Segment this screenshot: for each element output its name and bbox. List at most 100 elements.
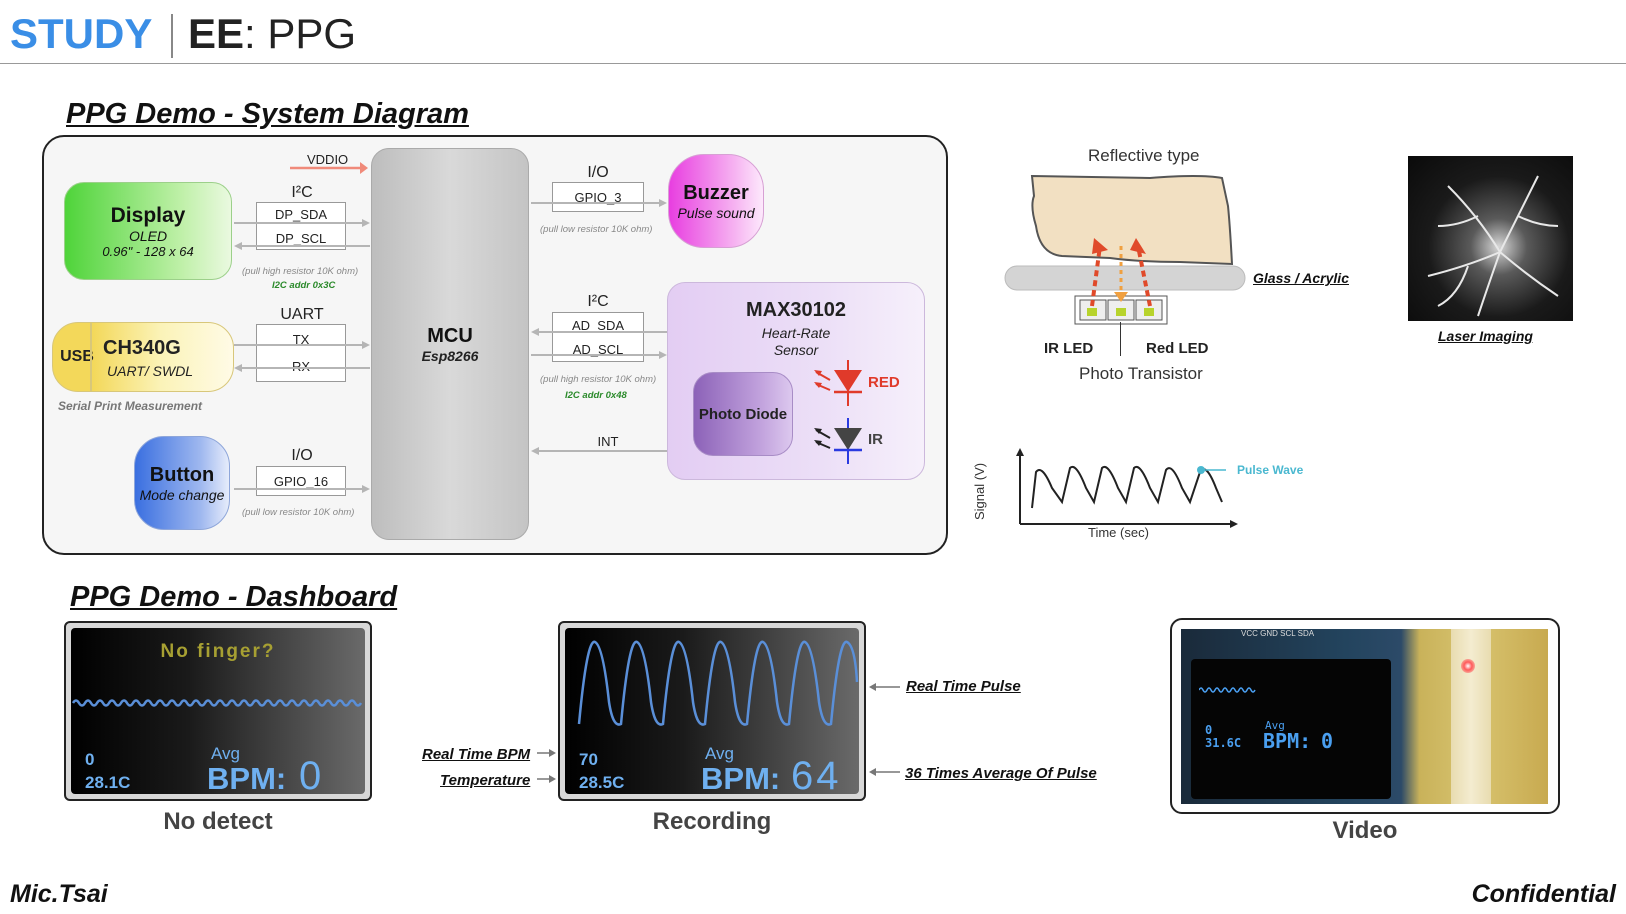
photo-transistor-caption: Photo Transistor: [1079, 364, 1203, 383]
photo-diode-label: Photo Diode: [698, 405, 788, 423]
sensor-bus-box: AD_SDA AD_SCL: [552, 312, 644, 362]
live-pulse-wave: [577, 640, 859, 726]
sensor-scl: AD_SCL: [572, 341, 624, 357]
annot-realtime-pulse: Real Time Pulse: [906, 678, 1021, 695]
screen1-bpm-value: 0: [85, 750, 95, 769]
uart-rx: RX: [291, 359, 311, 374]
red-led-label: RED: [868, 374, 900, 391]
buzzer-bus-box: GPIO_3: [552, 182, 644, 212]
video-red-led-glow: [1461, 659, 1475, 673]
screen1-bpm-label: BPM:: [207, 761, 287, 794]
caption-recording: Recording: [652, 808, 772, 835]
video-bpm-avg: 0: [1321, 729, 1334, 753]
finger-illustration: [1004, 174, 1246, 325]
button-bus-label: I/O: [291, 447, 313, 464]
sensor-bus-addr: I2C addr 0x48: [565, 390, 627, 401]
diagram-title: PPG Demo - System Diagram: [66, 98, 469, 130]
flat-pulse-wave: [71, 699, 363, 707]
usb-divider: [90, 322, 92, 392]
screen1-avg: Avg: [211, 744, 240, 763]
display-bus-addr: I2C addr 0x3C: [272, 280, 336, 291]
vddio-arrow: [290, 162, 368, 174]
buzzer-bus-label: I/O: [587, 164, 609, 181]
no-finger-message: No finger?: [160, 641, 276, 662]
int-label: INT: [597, 434, 619, 449]
sensor-sda: AD_SDA: [571, 317, 625, 333]
display-bus-box: DP_SDA DP_SCL: [256, 202, 346, 250]
video-temp: 31.6C: [1205, 736, 1242, 750]
header-rule: [0, 63, 1626, 64]
max30102-sub1: Heart-Rate: [761, 325, 831, 341]
annot-temperature-arrow: [537, 775, 556, 783]
screen2-temp: 28.5C: [579, 773, 625, 792]
header-study: STUDY: [10, 10, 153, 57]
button-sub: Mode change: [139, 486, 225, 503]
annot-realtime-pulse-arrow: [869, 683, 900, 691]
usb-note: Serial Print Measurement: [58, 399, 203, 413]
ch340g-sub: UART/ SWDL: [107, 363, 194, 379]
footer-confidential: Confidential: [1471, 880, 1616, 908]
glass-label: Glass / Acrylic: [1253, 270, 1349, 286]
reflective-title: Reflective type: [1088, 146, 1200, 165]
vddio-label: VDDIO: [307, 152, 349, 167]
video-flat-wave: [1199, 687, 1256, 693]
ir-led-label: IR: [868, 431, 883, 448]
buzzer-block: Buzzer Pulse sound: [668, 154, 764, 248]
mcu-title: MCU: [427, 324, 473, 347]
screen1-bpm-avg: 0: [299, 754, 322, 794]
button-gpio: GPIO_16: [273, 473, 329, 489]
header-topic: EE: PPG: [188, 10, 356, 58]
pulse-wave-chart: [1016, 448, 1238, 528]
uart-bus-label: UART: [280, 306, 324, 323]
button-bus-box: GPIO_16: [256, 466, 346, 496]
display-bus-arrows: [234, 219, 370, 250]
video-still[interactable]: VCC GND SCL SDA 0 31.6C Avg BPM: 0: [1181, 629, 1548, 804]
sensor-bus-label: I²C: [587, 293, 609, 310]
screen2-bpm-label: BPM:: [701, 761, 781, 794]
display-block: Display OLED 0.96" - 128 x 64: [64, 182, 232, 280]
ir-led-caption: IR LED: [1044, 340, 1094, 357]
annot-temperature: Temperature: [440, 772, 531, 789]
ir-led-icon: [814, 418, 862, 464]
header-divider: [171, 14, 173, 58]
buzzer-gpio: GPIO_3: [574, 189, 622, 205]
screen2-avg: Avg: [705, 744, 734, 763]
mcu-block: MCU Esp8266: [371, 148, 529, 540]
button-title: Button: [149, 463, 215, 486]
annot-avg-pulse: 36 Times Average Of Pulse: [905, 765, 1097, 782]
button-bus-arrow: [234, 485, 370, 493]
footer-author: Mic.Tsai: [10, 880, 108, 908]
uart-tx: TX: [292, 332, 310, 347]
display-sub2: 0.96" - 128 x 64: [102, 243, 194, 259]
caption-no-detect: No detect: [163, 808, 273, 835]
max30102-sub2: Sensor: [773, 342, 819, 358]
dashboard-title: PPG Demo - Dashboard: [70, 581, 398, 613]
sensor-bus-note: (pull high resistor 10K ohm): [540, 374, 657, 385]
annot-realtime-bpm-arrow: [537, 749, 556, 757]
buzzer-bus-note: (pull low resistor 10K ohm): [540, 224, 653, 235]
ch340g-block: USB CH340G UART/ SWDL: [52, 322, 234, 392]
video-bpm-value: 0: [1205, 723, 1213, 737]
photo-transistor-lead: [1120, 322, 1121, 356]
buzzer-sub: Pulse sound: [677, 204, 755, 221]
sensor-bus-arrows: [531, 328, 667, 359]
max30102-title: MAX30102: [745, 299, 847, 321]
button-block: Button Mode change: [134, 436, 230, 530]
screen-recording: 70 28.5C Avg BPM: 64: [558, 621, 866, 801]
video-finger-clip: [1451, 629, 1491, 804]
display-sub1: OLED: [128, 227, 168, 244]
video-avg: Avg: [1265, 719, 1285, 732]
display-bus-label: I²C: [291, 184, 313, 201]
header-ee: EE: [188, 10, 245, 57]
ch340g-title: CH340G: [103, 337, 181, 359]
usb-label: USB: [60, 348, 94, 365]
video-oled: 0 31.6C Avg BPM: 0: [1191, 659, 1391, 799]
uart-bus-arrows: [234, 341, 370, 372]
display-title: Display: [110, 203, 186, 227]
display-bus-note: (pull high resistor 10K ohm): [242, 266, 359, 277]
buzzer-title: Buzzer: [683, 181, 749, 204]
video-bpm-label: BPM:: [1263, 729, 1312, 753]
buzzer-bus-arrow: [531, 199, 667, 207]
laser-caption: Laser Imaging: [1438, 328, 1533, 344]
screen1-temp: 28.1C: [85, 773, 131, 792]
